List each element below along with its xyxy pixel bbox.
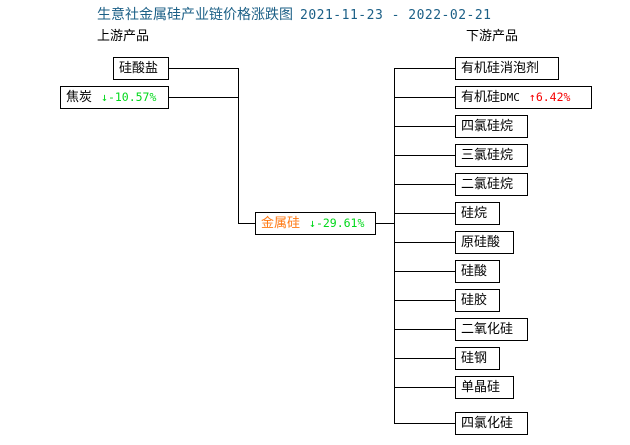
- connector-downstream-4: [394, 184, 455, 185]
- connector-downstream-1: [394, 97, 455, 98]
- downstream-node-0[interactable]: 有机硅消泡剂: [455, 57, 559, 80]
- downstream-node-12[interactable]: 四氯化硅: [455, 412, 528, 435]
- downstream-node-8-label: 硅胶: [461, 293, 488, 308]
- downstream-node-3[interactable]: 三氯硅烷: [455, 144, 528, 167]
- downstream-column-label: 下游产品: [466, 29, 519, 44]
- downstream-node-1-change: ↑6.42%: [528, 90, 571, 104]
- downstream-node-5-label: 硅烷: [461, 206, 488, 221]
- center-node-metal-silicon[interactable]: 金属硅 ↓-29.61%: [255, 212, 376, 235]
- downstream-node-2-label: 四氯硅烷: [461, 119, 514, 134]
- downstream-node-11[interactable]: 单晶硅: [455, 376, 514, 399]
- downstream-node-4[interactable]: 二氯硅烷: [455, 173, 528, 196]
- upstream-node-1-change: ↓-10.57%: [101, 90, 157, 104]
- date-range: 2021-11-23 - 2022-02-21: [300, 8, 492, 23]
- connector-downstream-2: [394, 126, 455, 127]
- connector-upstream-0: [168, 68, 239, 69]
- downstream-node-5[interactable]: 硅烷: [455, 202, 500, 225]
- downstream-node-4-label: 二氯硅烷: [461, 177, 514, 192]
- connector-downstream-8: [394, 300, 455, 301]
- downstream-node-1-label: 有机硅: [461, 90, 501, 105]
- downstream-node-10-label: 硅钢: [461, 351, 488, 366]
- downstream-node-11-label: 单晶硅: [461, 380, 501, 395]
- upstream-column-label: 上游产品: [97, 29, 150, 44]
- connector-upstream-to-center: [238, 223, 256, 224]
- connector-downstream-6: [394, 242, 455, 243]
- downstream-node-7[interactable]: 硅酸: [455, 260, 500, 283]
- upstream-node-1-label: 焦炭: [66, 90, 93, 105]
- connector-downstream-7: [394, 271, 455, 272]
- downstream-node-8[interactable]: 硅胶: [455, 289, 500, 312]
- downstream-node-6-label: 原硅酸: [461, 235, 501, 250]
- connector-upstream-1: [168, 97, 239, 98]
- downstream-node-9[interactable]: 二氧化硅: [455, 318, 528, 341]
- upstream-node-0-label: 硅酸盐: [119, 61, 159, 76]
- downstream-node-12-label: 四氯化硅: [461, 416, 514, 431]
- connector-downstream-0: [394, 68, 455, 69]
- downstream-node-10[interactable]: 硅钢: [455, 347, 500, 370]
- connector-downstream-10: [394, 358, 455, 359]
- page-title: 生意社金属硅产业链价格涨跌图: [97, 7, 293, 23]
- center-node-label: 金属硅: [261, 216, 301, 231]
- connector-downstream-12: [394, 423, 455, 424]
- downstream-node-7-label: 硅酸: [461, 264, 488, 279]
- connector-downstream-9: [394, 329, 455, 330]
- upstream-node-1[interactable]: 焦炭 ↓-10.57%: [60, 86, 169, 109]
- downstream-node-9-label: 二氧化硅: [461, 322, 514, 337]
- connector-center-to-downstream: [375, 223, 395, 224]
- upstream-node-0[interactable]: 硅酸盐: [113, 57, 169, 80]
- connector-downstream-spine: [394, 68, 395, 423]
- connector-downstream-5: [394, 213, 455, 214]
- connector-downstream-11: [394, 387, 455, 388]
- center-node-change: ↓-29.61%: [309, 216, 365, 230]
- downstream-node-3-label: 三氯硅烷: [461, 148, 514, 163]
- downstream-node-1-sublabel: DMC: [500, 91, 520, 104]
- downstream-node-0-label: 有机硅消泡剂: [461, 61, 540, 76]
- connector-downstream-3: [394, 155, 455, 156]
- downstream-node-2[interactable]: 四氯硅烷: [455, 115, 528, 138]
- downstream-node-6[interactable]: 原硅酸: [455, 231, 514, 254]
- chart-title-row: 生意社金属硅产业链价格涨跌图 2021-11-23 - 2022-02-21: [97, 7, 492, 24]
- connector-upstream-spine: [238, 68, 239, 224]
